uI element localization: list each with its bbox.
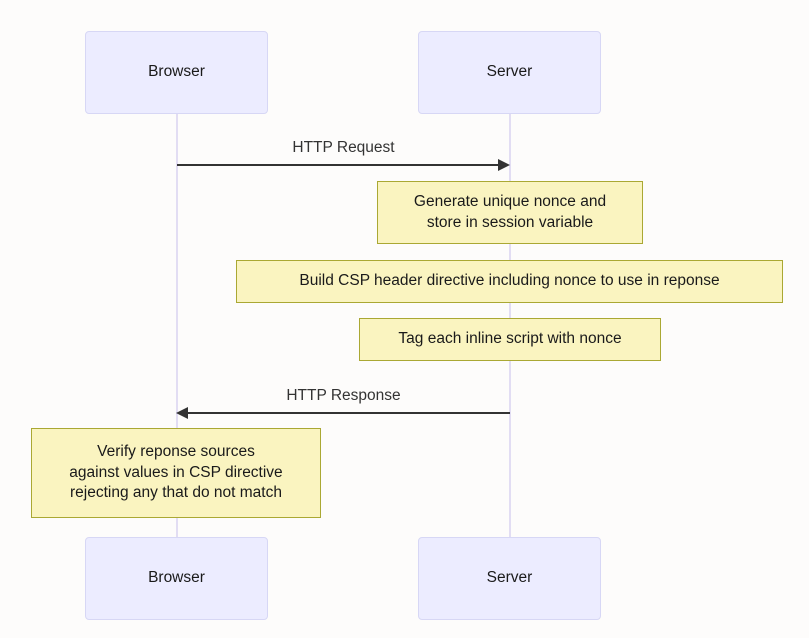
message-http-request[interactable]: HTTP Request [0, 0, 809, 175]
note-label: Build CSP header directive including non… [299, 272, 720, 290]
note-verify-sources: Verify reponse sources against values in… [31, 428, 321, 518]
message-label: HTTP Request [292, 139, 395, 156]
lifeline-browser [176, 113, 178, 540]
note-build-csp-header: Build CSP header directive including non… [236, 260, 783, 303]
participant-label: Browser [148, 63, 205, 81]
note-label: Tag each inline script with nonce [398, 330, 622, 348]
arrowhead-left-icon [176, 407, 188, 419]
note-label: Verify reponse sources against values in… [69, 443, 283, 502]
note-generate-nonce: Generate unique nonce and store in sessi… [377, 181, 643, 244]
note-label: Generate unique nonce and store in sessi… [413, 193, 607, 231]
message-line [177, 164, 500, 166]
participant-label: Server [486, 63, 533, 81]
participant-label: Browser [148, 569, 205, 587]
participant-browser-bottom[interactable]: Browser [85, 537, 268, 620]
message-http-response[interactable]: HTTP Response [0, 0, 809, 425]
participant-server-top[interactable]: Server [418, 31, 601, 114]
participant-server-bottom[interactable]: Server [418, 537, 601, 620]
message-label: HTTP Response [286, 387, 401, 404]
note-tag-inline-script: Tag each inline script with nonce [359, 318, 661, 361]
participant-label: Server [486, 569, 533, 587]
message-line [187, 412, 510, 414]
arrowhead-right-icon [498, 159, 510, 171]
participant-browser-top[interactable]: Browser [85, 31, 268, 114]
